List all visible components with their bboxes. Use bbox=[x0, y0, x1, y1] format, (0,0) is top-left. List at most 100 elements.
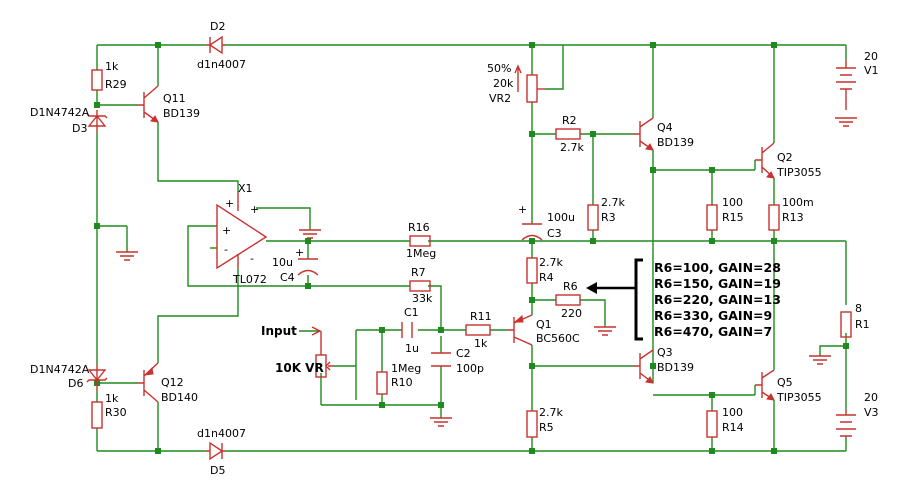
svg-text:R15: R15 bbox=[722, 211, 744, 224]
svg-text:8: 8 bbox=[855, 302, 862, 315]
svg-text:100: 100 bbox=[722, 196, 743, 209]
resistor-R3: 2.7k R3 bbox=[587, 196, 625, 231]
transistor-Q2: Q2 TIP3055 bbox=[754, 142, 822, 179]
svg-text:D5: D5 bbox=[210, 464, 225, 477]
svg-text:+: + bbox=[222, 224, 231, 237]
svg-text:100m: 100m bbox=[782, 196, 814, 209]
svg-text:R14: R14 bbox=[722, 421, 744, 434]
svg-text:100: 100 bbox=[722, 406, 743, 419]
svg-text:33k: 33k bbox=[412, 292, 433, 305]
transistor-Q1: Q1 BC560C bbox=[507, 314, 580, 346]
svg-text:R5: R5 bbox=[539, 421, 554, 434]
opamp-X1: X1 + + + - - TL072 bbox=[216, 182, 268, 286]
svg-text:1k: 1k bbox=[105, 60, 119, 73]
svg-text:VR2: VR2 bbox=[489, 92, 511, 105]
svg-text:C3: C3 bbox=[547, 227, 562, 240]
svg-text:V3: V3 bbox=[864, 406, 879, 419]
resistor-R4: 2.7k R4 bbox=[526, 256, 563, 284]
svg-text:R4: R4 bbox=[539, 271, 554, 284]
resistor-R6: R6 220 bbox=[555, 280, 582, 320]
ground-symbols bbox=[116, 117, 857, 427]
svg-text:1u: 1u bbox=[405, 342, 419, 355]
svg-text:D6: D6 bbox=[68, 377, 83, 390]
svg-text:R30: R30 bbox=[105, 406, 127, 419]
svg-text:D3: D3 bbox=[72, 122, 87, 135]
svg-text:D2: D2 bbox=[210, 20, 225, 33]
capacitor-C4: + 10u C4 bbox=[272, 246, 319, 284]
volume-pot: 10K VR bbox=[275, 331, 334, 378]
svg-text:R3: R3 bbox=[601, 211, 616, 224]
gain-note: R6=150, GAIN=19 bbox=[654, 276, 781, 291]
resistor-R16: R16 1Meg bbox=[406, 221, 436, 260]
svg-text:D1N4742A: D1N4742A bbox=[30, 106, 90, 119]
transistor-Q3: Q3 BD139 bbox=[633, 346, 694, 384]
svg-text:+: + bbox=[518, 203, 527, 216]
resistor-R2: R2 2.7k bbox=[555, 114, 584, 154]
svg-text:C4: C4 bbox=[280, 271, 295, 284]
svg-text:Q4: Q4 bbox=[657, 121, 673, 134]
zener-D3: D1N4742A D3 bbox=[30, 106, 108, 135]
resistor-R30: 1k R30 bbox=[91, 392, 127, 429]
gain-note: R6=100, GAIN=28 bbox=[654, 260, 781, 275]
svg-text:R6: R6 bbox=[563, 280, 578, 293]
svg-text:BD140: BD140 bbox=[161, 391, 198, 404]
resistor-R15: 100 R15 bbox=[706, 196, 744, 231]
svg-text:R2: R2 bbox=[562, 114, 577, 127]
svg-text:1k: 1k bbox=[105, 392, 119, 405]
svg-text:+: + bbox=[295, 246, 304, 259]
svg-text:100u: 100u bbox=[547, 211, 575, 224]
svg-text:d1n4007: d1n4007 bbox=[197, 427, 246, 440]
svg-text:TIP3055: TIP3055 bbox=[776, 391, 822, 404]
wires bbox=[96, 44, 847, 452]
svg-text:TIP3055: TIP3055 bbox=[776, 166, 822, 179]
svg-text:20k: 20k bbox=[493, 77, 514, 90]
svg-text:R16: R16 bbox=[408, 221, 430, 234]
resistor-R7: R7 33k bbox=[409, 266, 433, 305]
gain-notes: R6=100, GAIN=28 R6=150, GAIN=19 R6=220, … bbox=[586, 258, 781, 341]
transistor-Q5: Q5 TIP3055 bbox=[754, 369, 822, 404]
svg-text:BC560C: BC560C bbox=[536, 332, 580, 345]
svg-text:2.7k: 2.7k bbox=[539, 256, 563, 269]
svg-text:C2: C2 bbox=[456, 347, 471, 360]
svg-text:-: - bbox=[250, 252, 254, 265]
svg-text:+: + bbox=[250, 203, 259, 216]
capacitor-C1: C1 1u bbox=[401, 306, 419, 355]
svg-text:R13: R13 bbox=[782, 211, 804, 224]
resistor-R10: 1Meg R10 bbox=[376, 362, 421, 395]
svg-text:R1: R1 bbox=[855, 318, 870, 331]
svg-text:220: 220 bbox=[561, 307, 582, 320]
resistor-R5: 2.7k R5 bbox=[526, 406, 563, 438]
resistor-R29: 1k R29 bbox=[91, 60, 127, 91]
svg-text:R7: R7 bbox=[411, 266, 426, 279]
capacitor-C2: C2 100p bbox=[431, 347, 484, 375]
svg-text:d1n4007: d1n4007 bbox=[197, 58, 246, 71]
zener-D6: D1N4742A D6 bbox=[30, 363, 108, 390]
svg-text:10u: 10u bbox=[272, 256, 293, 269]
resistor-R11: R11 1k bbox=[465, 310, 492, 350]
resistor-R1: 8 R1 bbox=[840, 302, 870, 338]
svg-text:1Meg: 1Meg bbox=[406, 247, 436, 260]
svg-text:20: 20 bbox=[864, 50, 878, 63]
svg-text:R10: R10 bbox=[391, 376, 413, 389]
gain-note: R6=470, GAIN=7 bbox=[654, 324, 772, 339]
svg-text:BD139: BD139 bbox=[163, 107, 200, 120]
gain-note: R6=330, GAIN=9 bbox=[654, 308, 772, 323]
diode-D5: d1n4007 D5 bbox=[197, 427, 246, 477]
svg-text:Q2: Q2 bbox=[777, 151, 793, 164]
transistor-Q12: Q12 BD140 bbox=[137, 362, 198, 404]
svg-text:R11: R11 bbox=[470, 310, 492, 323]
capacitor-C3: + 100u C3 bbox=[518, 203, 575, 241]
svg-text:C1: C1 bbox=[404, 306, 419, 319]
svg-text:1Meg: 1Meg bbox=[391, 362, 421, 375]
gain-note: R6=220, GAIN=13 bbox=[654, 292, 781, 307]
svg-text:2.7k: 2.7k bbox=[539, 406, 563, 419]
svg-text:10K VR: 10K VR bbox=[275, 361, 324, 375]
svg-text:Q3: Q3 bbox=[657, 346, 673, 359]
svg-text:100p: 100p bbox=[456, 362, 484, 375]
svg-text:Input: Input bbox=[261, 324, 297, 338]
diode-D2: D2 d1n4007 bbox=[197, 20, 246, 71]
resistor-R13: 100m R13 bbox=[768, 196, 814, 231]
svg-text:1k: 1k bbox=[474, 337, 488, 350]
svg-text:Q11: Q11 bbox=[163, 92, 186, 105]
svg-text:V1: V1 bbox=[864, 64, 879, 77]
